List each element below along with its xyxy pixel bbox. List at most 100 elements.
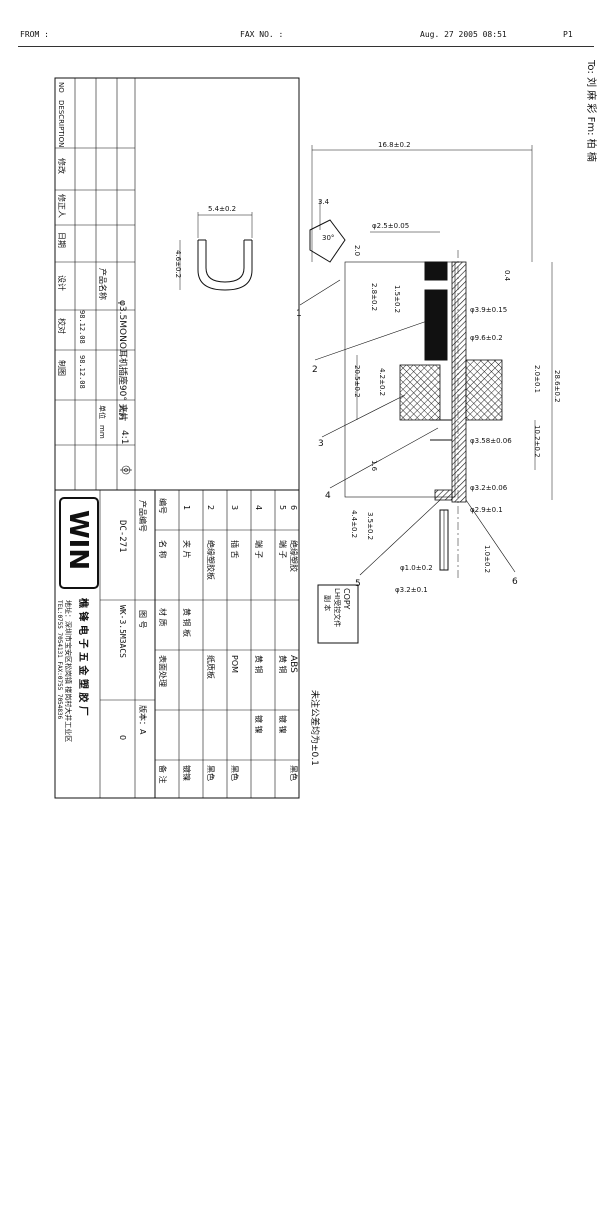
check-date: 98.12.08 — [78, 355, 86, 389]
scale-value: 4:1 — [119, 430, 129, 444]
tolerance-note: 未注公差均为±0.1 — [309, 690, 321, 766]
dim-d39: φ3.9±0.15 — [470, 306, 507, 314]
fax-datetime: Aug. 27 2005 08:51 — [420, 30, 507, 39]
callout-1: 1 — [296, 309, 302, 319]
parts-row-name: 插 舌 — [230, 540, 240, 559]
dim-d25: φ2.5±0.05 — [372, 222, 409, 230]
dim-a34: 3.4 — [318, 198, 330, 206]
parts-row-no: 4 — [254, 505, 263, 510]
dim-h205: 20.5±0.2 — [353, 365, 361, 398]
dim-a04: 0.4 — [503, 270, 511, 282]
projection-symbol — [120, 465, 132, 475]
label-design: 设计 — [57, 275, 67, 291]
parts-row-name: 端 子 — [254, 540, 264, 559]
callout-2: 2 — [312, 365, 318, 375]
parts-row-note: 黑色 — [230, 765, 240, 781]
logo-text: WIN — [63, 510, 93, 570]
parts-header-name: 名 称 — [158, 540, 168, 559]
parts-row-name: 夹 片 — [182, 540, 192, 559]
label-revise: 修改 — [57, 158, 67, 174]
fax-number-label: FAX NO. : — [240, 30, 284, 39]
handwritten-note-text: To: 刘 麻 彩 Fm: 柏 楠 — [585, 59, 598, 162]
company-phone: TEL:0755 7054131 FAX:0755 7054836 — [56, 600, 63, 720]
label-drafter: 制图 — [57, 360, 67, 376]
company-name: 樵 锋 电 子 五 金 塑 胶 厂 — [77, 598, 90, 716]
parts-row-finish: 镀 镍 — [278, 715, 288, 734]
dim-d32b: φ3.2±0.1 — [395, 586, 428, 594]
label-drawing-no: 图 号 — [138, 610, 147, 629]
parts-row-name: 端 子 — [278, 540, 288, 559]
parts-row-note: 镀镍 — [182, 765, 192, 781]
parts-row-no: 1 — [182, 505, 191, 510]
parts-row-no: 5 — [278, 505, 287, 510]
stamp-line2: LHI受控文件 — [333, 588, 342, 627]
parts-row-name: 绝缘塑胶板 — [206, 540, 216, 580]
dim-top-width: 5.4±0.2 — [208, 205, 236, 213]
label-scale: 比例 — [118, 405, 127, 419]
copy-stamp: COPY LHI受控文件 副 本 — [317, 584, 359, 644]
connector-section: 16.8±0.2 φ2.5±0.05 φ3.9±0.15 φ9.6±0.2 φ3… — [296, 141, 561, 594]
parts-row-material: ABS — [288, 655, 298, 673]
callout-3: 3 — [318, 439, 324, 449]
parts-row-material: 纸质板 — [206, 655, 216, 679]
label-check: 校对 — [57, 318, 67, 334]
parts-row-no: 3 — [230, 505, 239, 510]
fax-from: FROM : — [20, 30, 49, 39]
parts-row-finish: 镀 镍 — [254, 715, 264, 734]
company-logo: WIN — [59, 497, 99, 589]
parts-header-finish: 表面处理 — [158, 655, 168, 687]
label-date: 日期 — [57, 232, 66, 248]
label-unit: 单位 — [98, 405, 107, 419]
parts-header-material: 材 质 — [158, 608, 168, 627]
fax-header-rule — [18, 46, 594, 47]
dim-d10: φ1.0±0.2 — [400, 564, 433, 572]
dim-h28: 2.8±0.2 — [370, 283, 378, 311]
dim-r286: 28.6±0.2 — [553, 370, 561, 403]
dim-overall-length: 16.8±0.2 — [378, 141, 411, 149]
parts-row-no: 2 — [206, 505, 215, 510]
dim-h16: 1.6 — [370, 460, 378, 472]
dim-a30: 30° — [322, 234, 334, 242]
parts-row-material: 黄 铜 板 — [182, 608, 192, 637]
callout-5: 5 — [355, 579, 361, 589]
product-code-value: DC-271 — [117, 520, 127, 553]
callout-4: 4 — [325, 491, 331, 501]
dim-h42: 4.2±0.2 — [378, 368, 386, 396]
fax-header: FROM : FAX NO. : Aug. 27 2005 08:51 P1 — [18, 30, 598, 46]
parts-table: 编号 名 称 材 质 表面处理 备 注 1 夹 片 黄 铜 板 镀镍 2 绝缘塑… — [154, 489, 300, 799]
label-product-code: 产品编号 — [138, 500, 148, 532]
dim-side-height: 4.6±0.2 — [174, 250, 182, 278]
dim-d29: φ2.9±0.1 — [470, 506, 503, 514]
product-name-value: φ3.5MONO耳机插座90° 夹片 — [117, 300, 129, 422]
dim-h20: 2.0 — [353, 245, 361, 256]
stamp-line3: 副 本 — [323, 595, 332, 611]
parts-row-material: 黄 铜 — [254, 655, 264, 674]
dim-d358: φ3.58±0.06 — [470, 437, 512, 445]
dim-h15: 1.5±0.2 — [393, 285, 401, 313]
title-block-border — [54, 77, 300, 799]
parts-row-note: 黑色 — [289, 765, 299, 781]
handwritten-note: To: 刘 麻 彩 Fm: 柏 楠 — [585, 59, 598, 162]
drawing-no-value: WK-3.5M3ACS — [118, 605, 127, 658]
fax-page: P1 — [563, 30, 573, 39]
company-address: 地址：深圳市宝安区松岗镇 楼岗村大井工业区 — [64, 600, 73, 742]
dim-h10: 1.0±0.2 — [483, 545, 491, 573]
dim-h35: 3.5±0.2 — [366, 512, 374, 540]
parts-row-name: 绝缘塑胶 — [289, 540, 299, 572]
clip-top-view: 5.4±0.2 4.6±0.2 — [174, 205, 253, 291]
parts-row-material: POM — [230, 655, 239, 673]
label-reviser: 修正人 — [57, 194, 67, 218]
version-value: 0 — [118, 735, 127, 740]
dim-r102: 10.2±0.2 — [533, 425, 541, 458]
parts-row-material: 黄 铜 — [278, 655, 288, 674]
label-version: 版本：A — [138, 705, 148, 735]
dim-h44: 4.4±0.2 — [350, 510, 358, 538]
design-date: 98.12.08 — [78, 310, 86, 344]
dim-d96: φ9.6±0.2 — [470, 334, 503, 342]
unit-value: mm — [98, 425, 106, 439]
title-block: NO DESCRIPTION 修改 修正人 日期 设计 校对 制图 产品名称 φ… — [54, 77, 300, 799]
dim-d32a: φ3.2±0.06 — [470, 484, 508, 492]
label-description: DESCRIPTION — [57, 100, 65, 147]
label-product-name: 产品名称 — [98, 268, 108, 300]
